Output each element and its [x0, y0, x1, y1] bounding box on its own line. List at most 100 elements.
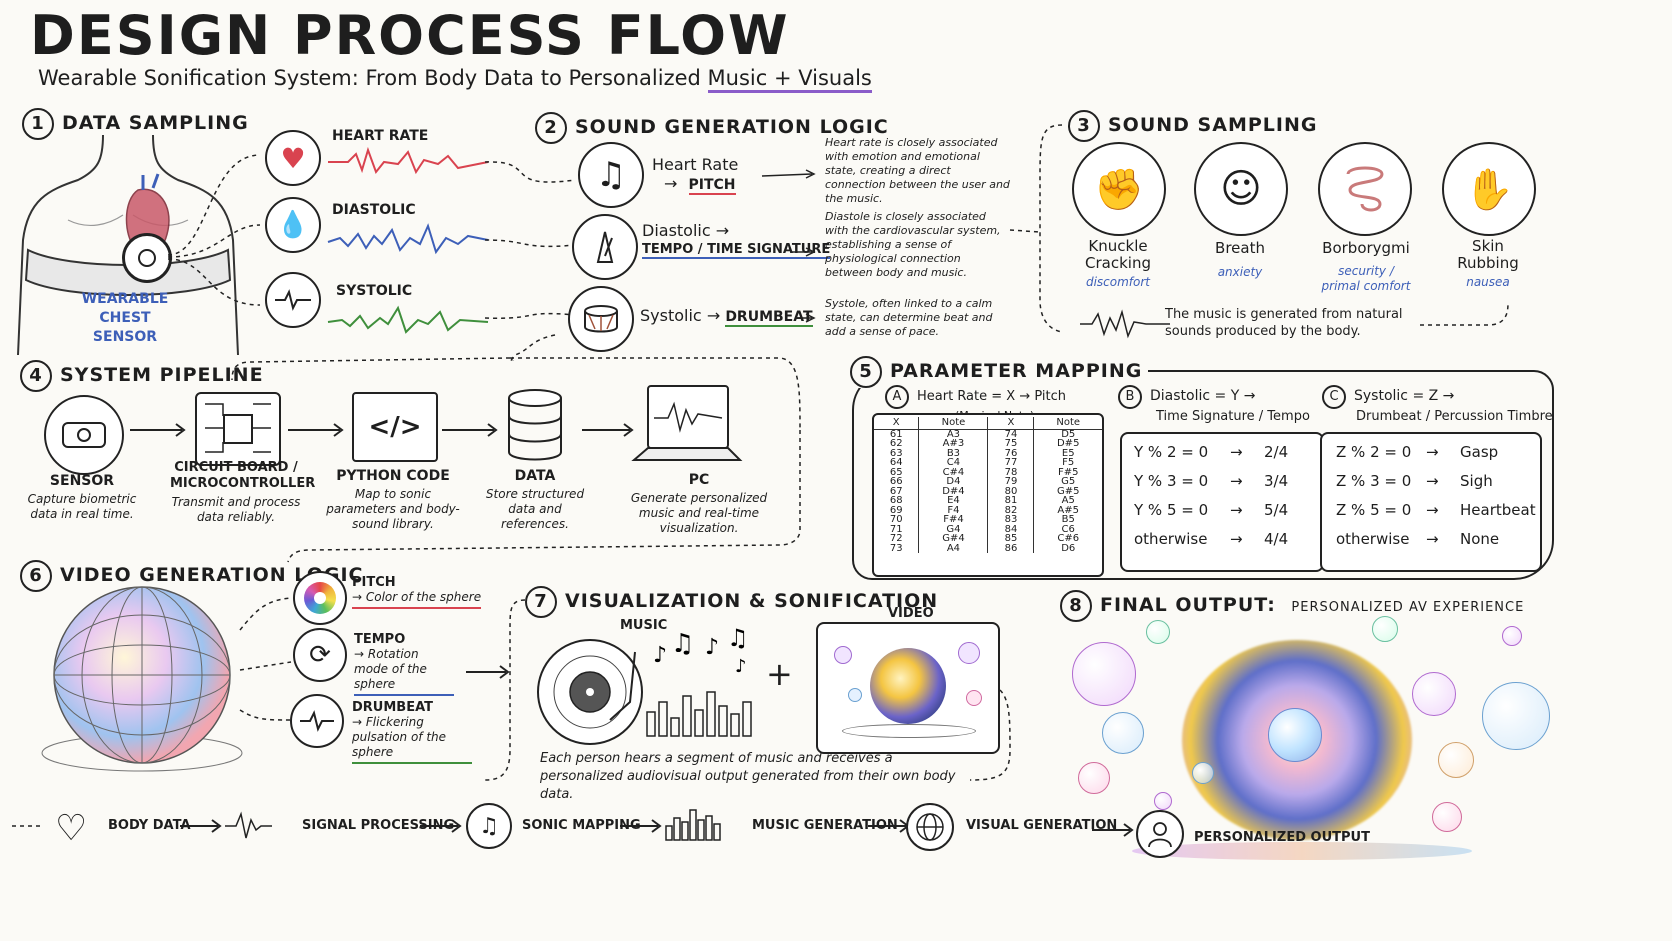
pitch-table-cell: 86	[987, 543, 1034, 553]
svg-text:♪: ♪	[735, 656, 747, 677]
mapping-heart-rate-source: Heart Rate	[652, 155, 739, 174]
pitch-table-cell: C#6	[1033, 534, 1102, 544]
diastolic-description: Diastole is closely associated with the …	[825, 210, 1001, 279]
mapping-diastolic-target: TEMPO / TIME SIGNATURE	[642, 242, 831, 259]
mapping-a-letter: A	[885, 385, 909, 409]
final-output-illustration	[1072, 612, 1552, 862]
music-note-icon: ♫	[578, 142, 644, 208]
rotation-icon: ⟳	[293, 628, 347, 682]
sound-emotion: anxiety	[1217, 265, 1263, 279]
section-1-connectors	[167, 154, 261, 306]
flow-step-visual-generation: VISUAL GENERATION	[966, 818, 1118, 833]
mapping-systolic-source: Systolic	[640, 306, 702, 325]
sound-name: Skin Rubbing	[1457, 237, 1519, 272]
pipeline-step-pc: PC Generate personalized music and real-…	[622, 472, 776, 536]
step-name: CIRCUIT BOARD / MICROCONTROLLER	[170, 460, 316, 491]
pitch-table-cell: D#5	[1033, 439, 1102, 449]
pitch-table-cell: D5	[1033, 429, 1102, 439]
rule-row: Z % 2 = 0→Gasp	[1336, 443, 1499, 461]
video-param-desc: → Color of the sphere	[352, 590, 482, 609]
flow-step-music-generation: MUSIC GENERATION	[752, 818, 898, 833]
pitch-table-cell: 74	[987, 429, 1034, 439]
mapping-systolic-target: DRUMBEAT	[725, 309, 813, 327]
step-desc: Map to sonic parameters and body-sound l…	[326, 487, 460, 531]
pipeline-step-data: DATA Store structured data and reference…	[478, 468, 592, 532]
video-param-tempo: TEMPO → Rotation mode of the sphere	[354, 632, 454, 696]
section-3-bracket	[1009, 124, 1063, 333]
section-8-number: 8	[1060, 590, 1092, 622]
sound-skin-rubbing: Skin Rubbing nausea	[1450, 238, 1526, 290]
pitch-table-cell: B3	[918, 448, 988, 458]
video-frame	[816, 622, 1000, 754]
sound-name: Breath	[1215, 239, 1265, 257]
page-subtitle: Wearable Sonification System: From Body …	[38, 66, 872, 93]
rule-row: Z % 3 = 0→Sigh	[1336, 472, 1493, 490]
section-6-connectors	[239, 597, 292, 721]
section-6-title: VIDEO GENERATION LOGIC	[60, 564, 364, 586]
step-name: PYTHON CODE	[336, 468, 450, 484]
flow-user-icon	[1136, 810, 1184, 858]
pitch-table-cell: G5	[1033, 477, 1102, 487]
video-sphere	[870, 648, 946, 724]
sound-borborygmi: Borborygmi security / primal comfort	[1318, 240, 1414, 294]
step-desc: Generate personalized music and real-tim…	[630, 491, 768, 535]
visualization-note: Each person hears a segment of music and…	[540, 751, 956, 802]
pitch-table-cell: 67	[889, 485, 903, 497]
pitch-table-cell: 84	[987, 524, 1034, 534]
plus-sign: +	[766, 655, 793, 693]
video-param-desc: → Rotation mode of the sphere	[354, 647, 454, 696]
rule-row: Y % 2 = 0→2/4	[1134, 443, 1289, 461]
page-title: DESIGN PROCESS FLOW	[30, 4, 790, 67]
sound-emotion: nausea	[1466, 275, 1510, 289]
pitch-table-cell: 70	[889, 514, 903, 525]
section-2-title: SOUND GENERATION LOGIC	[575, 116, 889, 138]
mapping-diastolic-source: Diastolic →	[642, 221, 730, 240]
section-6-to-7-arrow	[466, 665, 510, 679]
pipeline-arrows	[130, 423, 634, 437]
music-label: MUSIC	[620, 618, 668, 633]
database-icon	[508, 389, 562, 461]
mapping-diastolic: Diastolic → TEMPO / TIME SIGNATURE	[642, 221, 831, 259]
mapping-systolic: Systolic → DRUMBEAT	[640, 306, 813, 327]
flow-music-note-icon: ♫	[466, 803, 512, 849]
step-name: PC	[688, 472, 710, 488]
pitch-table-cell: F#5	[1033, 467, 1102, 477]
heart-icon: ♥	[265, 130, 321, 186]
pulse-icon	[265, 272, 321, 328]
section-4-flow-lines	[231, 334, 801, 563]
pitch-table-cell: D#4	[918, 486, 988, 496]
pitch-table-cell: G#4	[918, 534, 988, 544]
signal-label-heart-rate: HEART RATE	[332, 128, 429, 144]
pitch-table-cell: A#3	[918, 439, 988, 449]
section-7-title: VISUALIZATION & SONIFICATION	[565, 590, 939, 612]
pitch-table-cell: A4	[918, 543, 988, 553]
pitch-table-cell: G#5	[1033, 486, 1102, 496]
heart-rate-waveform	[328, 146, 489, 175]
section-5-title: PARAMETER MAPPING	[890, 360, 1143, 382]
wireframe-sphere	[41, 586, 243, 772]
step-desc: Store structured data and references.	[485, 487, 585, 531]
pitch-table-cell: 66	[889, 476, 903, 487]
video-param-drumbeat: DRUMBEAT → Flickering pulsation of the s…	[352, 700, 472, 764]
video-param-desc: → Flickering pulsation of the sphere	[352, 715, 472, 764]
pitch-table-cell: 82	[987, 505, 1034, 515]
step-desc: Capture biometric data in real time.	[27, 492, 137, 521]
sound-emotion: security / primal comfort	[1321, 264, 1411, 293]
sound-sampling-note: The music is generated from natural soun…	[1165, 307, 1403, 339]
pitch-table-header: Note	[1033, 417, 1102, 430]
svg-text:♫: ♫	[727, 624, 749, 652]
rule-row: otherwise→None	[1336, 530, 1500, 548]
pitch-table-cell: G4	[918, 524, 988, 534]
